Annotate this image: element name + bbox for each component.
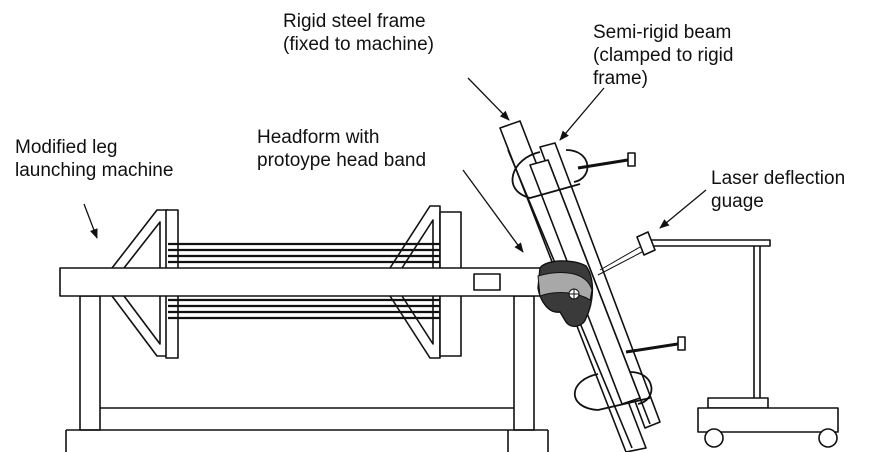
leg-machine-label-line2: launching machine <box>15 160 174 181</box>
arrow-leg-machine <box>83 203 98 239</box>
launch-cords <box>168 242 440 320</box>
headform-label: Headform with protoype head band <box>257 126 426 172</box>
leg-machine-label: Modified leg launching machine <box>15 136 173 182</box>
semi-rigid-beam-label-line3: frame) <box>593 68 648 89</box>
headform <box>537 260 594 328</box>
laser-stand <box>650 239 839 448</box>
launcher-beam <box>59 267 543 297</box>
semi-rigid-beam-label: Semi-rigid beam (clamped to rigid frame) <box>593 21 733 90</box>
semi-rigid-beam-label-line1: Semi-rigid beam <box>593 22 732 43</box>
semi-rigid-beam-label-line2: (clamped to rigid <box>593 45 734 66</box>
laser-label-line2: guage <box>711 191 764 212</box>
arrow-rigid-frame <box>467 77 510 121</box>
headform-label-line2: protoype head band <box>257 150 427 171</box>
machine-table-legs <box>65 295 549 452</box>
laser-label-line1: Laser deflection <box>711 168 846 189</box>
upper-clamp <box>511 149 636 199</box>
rigid-frame-label: Rigid steel frame (fixed to machine) <box>283 10 434 56</box>
arrow-laser <box>659 189 707 229</box>
arrow-semi-rigid-beam <box>559 87 605 141</box>
rigid-frame-label-line2: (fixed to machine) <box>283 34 435 55</box>
rigid-frame-label-line1: Rigid steel frame <box>283 11 426 32</box>
leg-machine-label-line1: Modified leg <box>15 137 118 158</box>
lower-clamp <box>573 336 686 411</box>
launcher-block <box>473 273 501 291</box>
arrow-headform <box>462 169 524 253</box>
laser-gauge <box>597 231 656 276</box>
headform-label-line1: Headform with <box>257 127 380 148</box>
laser-label: Laser deflection guage <box>711 167 845 213</box>
pointer-arrows <box>83 77 707 253</box>
